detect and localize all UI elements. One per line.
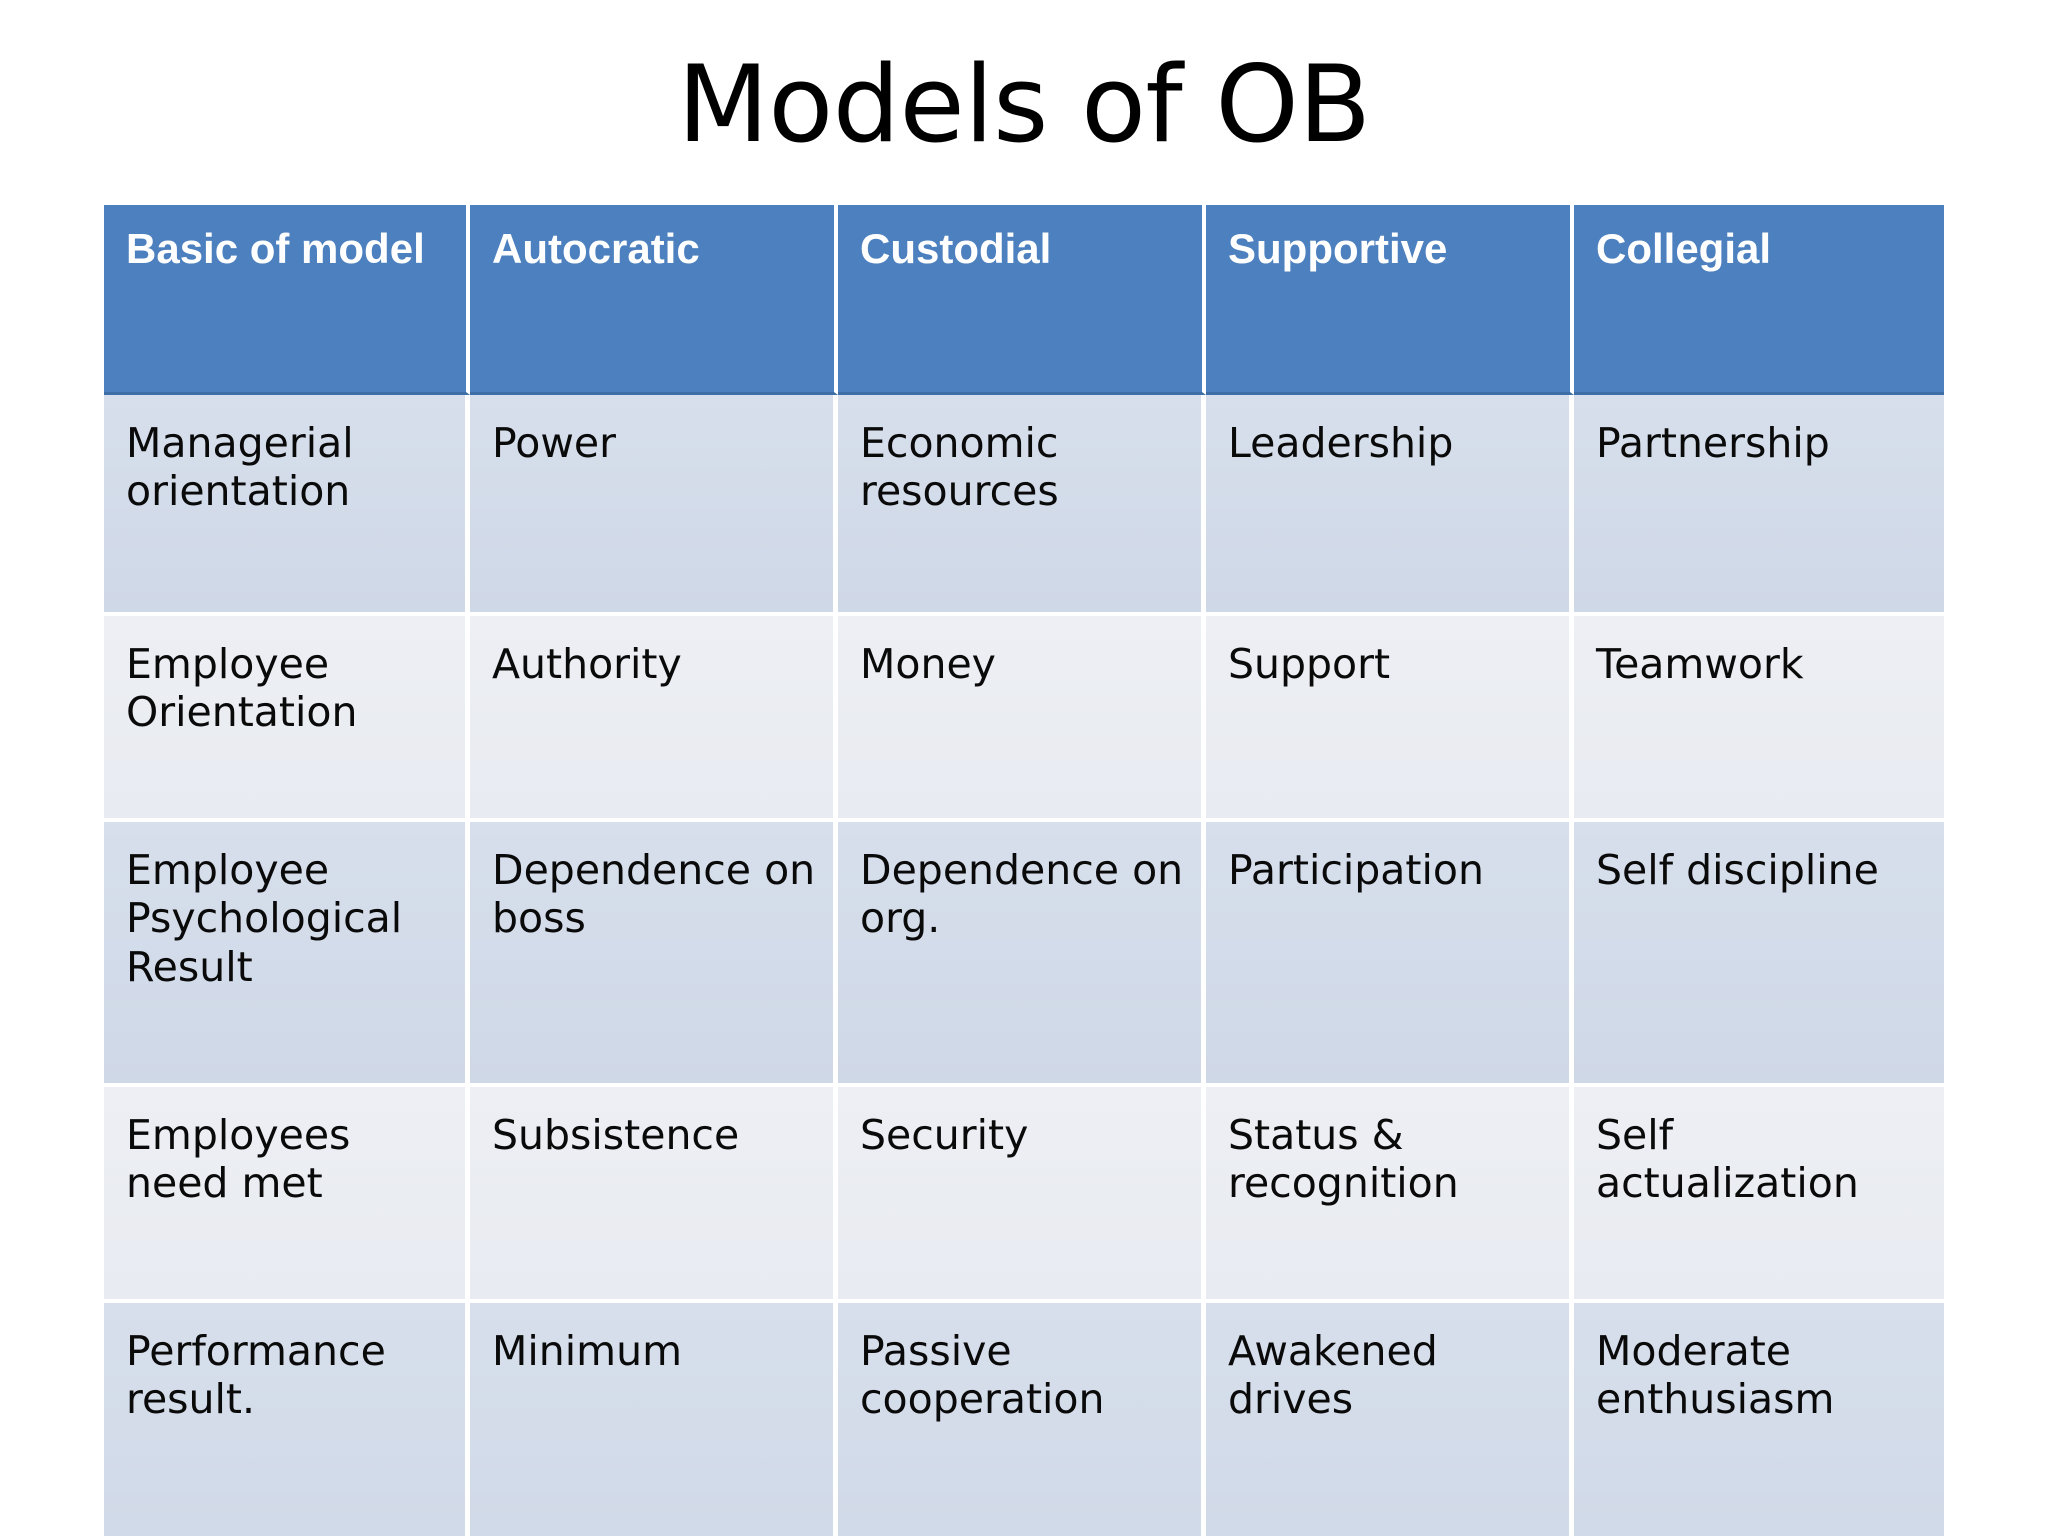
table-row: Employee Psychological Result Dependence… xyxy=(104,822,1944,1087)
table-cell: Economic resources xyxy=(838,395,1206,616)
column-header-autocratic[interactable]: Autocratic xyxy=(470,205,838,395)
table-cell: Leadership xyxy=(1206,395,1574,616)
column-header-supportive[interactable]: Supportive xyxy=(1206,205,1574,395)
column-header-basic-of-model[interactable]: Basic of model xyxy=(104,205,470,395)
table-cell: Participation xyxy=(1206,822,1574,1087)
table-cell: Status & recognition xyxy=(1206,1087,1574,1303)
table-cell: Moderate enthusiasm xyxy=(1574,1303,1944,1536)
table-container: Basic of model Autocratic Custodial Supp… xyxy=(104,205,1944,1536)
table-cell: Self actualization xyxy=(1574,1087,1944,1303)
table-header-row: Basic of model Autocratic Custodial Supp… xyxy=(104,205,1944,395)
table-cell: Support xyxy=(1206,616,1574,822)
table-body: Managerial orientation Power Economic re… xyxy=(104,395,1944,1536)
table-cell-row-label: Performance result. xyxy=(104,1303,470,1536)
table-cell: Power xyxy=(470,395,838,616)
table-cell: Passive cooperation xyxy=(838,1303,1206,1536)
table-cell: Dependence on boss xyxy=(470,822,838,1087)
table-cell: Self discipline xyxy=(1574,822,1944,1087)
models-of-ob-table: Basic of model Autocratic Custodial Supp… xyxy=(104,205,1944,1536)
table-row: Performance result. Minimum Passive coop… xyxy=(104,1303,1944,1536)
table-cell: Dependence on org. xyxy=(838,822,1206,1087)
table-cell: Minimum xyxy=(470,1303,838,1536)
column-header-custodial[interactable]: Custodial xyxy=(838,205,1206,395)
table-row: Managerial orientation Power Economic re… xyxy=(104,395,1944,616)
table-cell: Partnership xyxy=(1574,395,1944,616)
table-cell: Money xyxy=(838,616,1206,822)
table-row: Employees need met Subsistence Security … xyxy=(104,1087,1944,1303)
table-cell-row-label: Managerial orientation xyxy=(104,395,470,616)
table-row: Employee Orientation Authority Money Sup… xyxy=(104,616,1944,822)
table-cell: Teamwork xyxy=(1574,616,1944,822)
table-cell-row-label: Employee Psychological Result xyxy=(104,822,470,1087)
table-header: Basic of model Autocratic Custodial Supp… xyxy=(104,205,1944,395)
table-cell: Authority xyxy=(470,616,838,822)
table-cell: Subsistence xyxy=(470,1087,838,1303)
column-header-collegial[interactable]: Collegial xyxy=(1574,205,1944,395)
table-cell: Awakened drives xyxy=(1206,1303,1574,1536)
table-cell: Security xyxy=(838,1087,1206,1303)
table-cell-row-label: Employees need met xyxy=(104,1087,470,1303)
table-cell-row-label: Employee Orientation xyxy=(104,616,470,822)
page-title: Models of OB xyxy=(677,43,1371,166)
